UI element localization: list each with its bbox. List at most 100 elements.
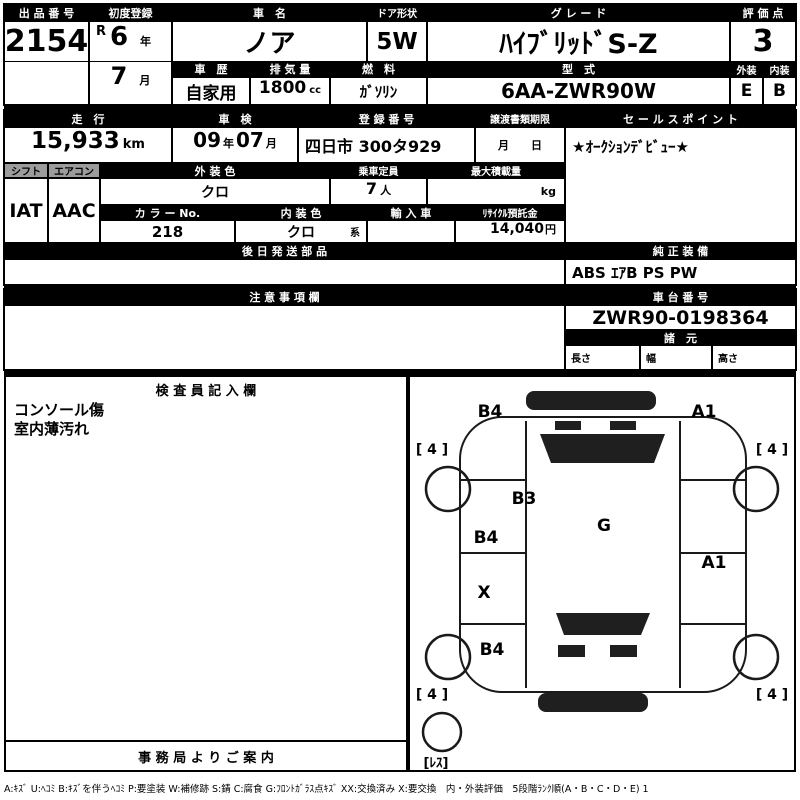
sales-point-label: セ ー ル ス ポ イ ン ト (565, 110, 796, 127)
recycle-deposit-cell: 14,040 円 (455, 220, 565, 243)
car-name-label: 車 名 (172, 4, 367, 21)
transfer-deadline-label: 譲渡書類期限 (475, 110, 565, 127)
rear-window (556, 613, 650, 635)
era-letter: R (96, 24, 107, 39)
exterior-grade-value: E (730, 77, 763, 105)
exterior-color-value: クロ (100, 178, 330, 205)
first-registration-label: 初度登録 (89, 4, 172, 21)
import-value (367, 220, 455, 243)
score-value: 3 (730, 21, 796, 62)
front-bumper (526, 391, 656, 410)
mileage-unit: km (122, 137, 145, 152)
legend-text: A:ｷｽﾞ U:ﾍｺﾐ B:ｷｽﾞを伴うﾍｺﾐ P:要塗装 W:補修跡 S:錆 … (4, 784, 649, 795)
mark-roof-center: G (597, 516, 611, 536)
wheel-rear-left (424, 633, 472, 681)
car-name-value: ノア (172, 21, 367, 62)
sales-point-value: ★ｵｰｸｼｮﾝﾃﾞﾋﾞｭｰ★ (565, 127, 796, 243)
mark-front-left: B4 (478, 402, 503, 422)
capacity-unit: 人 (380, 184, 392, 197)
import-label: 輸 入 車 (367, 205, 455, 220)
car-history-value: 自家用 (172, 77, 250, 105)
section-divider (4, 369, 796, 375)
fuel-value: ｶﾞｿﾘﾝ (330, 77, 427, 105)
first-registration-year-cell: R 6 年 (89, 21, 172, 62)
headlight-left (555, 421, 581, 430)
mark-tire-front-left: [ 4 ] (416, 442, 448, 458)
shift-label: シフト (4, 163, 48, 178)
score-label: 評 価 点 (730, 4, 796, 21)
chassis-no-label: 車 台 番 号 (565, 289, 796, 305)
mark-left-rear-door: X (477, 583, 490, 603)
interior-color-label: 内 装 色 (235, 205, 367, 220)
genuine-equipment-value: ABS ｴｱB PS PW (565, 259, 796, 285)
taillight-right (610, 645, 637, 657)
wheel-front-right (732, 465, 780, 513)
registration-no-value: 四日市 300タ929 (298, 127, 475, 163)
inspection-label: 車 検 (172, 110, 298, 127)
chassis-no-value: ZWR90-0198364 (565, 305, 796, 330)
transfer-deadline-value: 月 日 (475, 127, 565, 163)
first-reg-year-unit: 年 (140, 35, 152, 48)
inspection-year: 09 (193, 128, 221, 152)
first-reg-year: 6 (109, 22, 129, 52)
color-no-label: カ ラ ー No. (100, 205, 235, 220)
door-shape-value: 5W (367, 21, 427, 62)
wheel-rear-right (732, 633, 780, 681)
spec-length-cell: 長さ (565, 345, 640, 370)
first-reg-month: 7 (110, 62, 128, 90)
auction-no-label: 出 品 番 号 (4, 4, 89, 21)
inspection-month: 07 (236, 128, 264, 152)
mileage-value-cell: 15,933 km (4, 127, 172, 163)
first-reg-month-unit: 月 (139, 74, 151, 87)
inspector-note-2: 室内薄汚れ (14, 420, 90, 438)
capacity-label: 乗車定員 (330, 163, 427, 178)
office-info-title: 事 務 局 よ り ご 案 内 (6, 740, 406, 770)
spare-tire-outline (421, 711, 463, 753)
interior-color-value: クロ (287, 224, 315, 241)
inspection-year-unit: 年 (223, 137, 234, 150)
grade-label: グ レ ー ド (427, 4, 730, 21)
max-load-value: kg (427, 178, 565, 205)
inspector-box: 検 査 員 記 入 欄 コンソール傷 室内薄汚れ 事 務 局 よ り ご 案 内 (4, 375, 408, 772)
caution-notes-value (4, 305, 565, 370)
aircon-value: AAC (48, 178, 100, 243)
mark-tire-rear-left: [ 4 ] (416, 687, 448, 703)
auction-no-spacer (4, 61, 89, 105)
inspector-title: 検 査 員 記 入 欄 (155, 384, 257, 399)
inspector-note-1: コンソール傷 (14, 401, 105, 419)
caution-notes-label: 注 意 事 項 欄 (4, 289, 565, 305)
grade-value: ﾊｲﾌﾞﾘｯﾄﾞS-Z (427, 21, 730, 62)
specs-label: 諸 元 (565, 330, 796, 345)
spec-height-cell: 高さ (712, 345, 796, 370)
mileage-label: 走 行 (4, 110, 172, 127)
interior-color-cell: クロ 系 (235, 220, 367, 243)
max-load-label: 最大積載量 (427, 163, 565, 178)
spec-width-cell: 幅 (640, 345, 712, 370)
recycle-deposit-label: ﾘｻｲｸﾙ預託金 (455, 205, 565, 220)
wheel-front-left (424, 465, 472, 513)
model-code-label: 型 式 (427, 61, 730, 77)
section-divider (4, 284, 796, 289)
interior-grade-label: 内装 (763, 61, 796, 77)
genuine-equipment-label: 純 正 装 備 (565, 243, 796, 259)
interior-grade-value: B (763, 77, 796, 105)
exterior-color-label: 外 装 色 (100, 163, 330, 178)
mark-left-front: B4 (474, 528, 499, 548)
mark-tire-rear-right: [ 4 ] (756, 687, 788, 703)
first-registration-month-cell: 7 月 (89, 61, 172, 105)
capacity-value: 7 (365, 179, 378, 198)
capacity-value-cell: 7 人 (330, 178, 427, 205)
damage-diagram-box: B4 A1 [ 4 ] [ 4 ] B3 B4 G A1 X B4 [ 4 ] … (408, 375, 796, 772)
mark-tire-front-right: [ 4 ] (756, 442, 788, 458)
mark-spare-tire: [ﾚｽ] (424, 756, 449, 770)
taillight-left (558, 645, 585, 657)
recycle-deposit-value: 14,040 (489, 221, 544, 237)
windshield (540, 434, 665, 463)
aircon-label: エアコン (48, 163, 100, 178)
door-shape-label: ドア形状 (367, 4, 427, 21)
displacement-unit: cc (309, 85, 322, 96)
later-shipped-parts-value (4, 259, 565, 285)
mark-right-side: A1 (702, 553, 727, 573)
interior-color-suffix: 系 (350, 228, 360, 239)
